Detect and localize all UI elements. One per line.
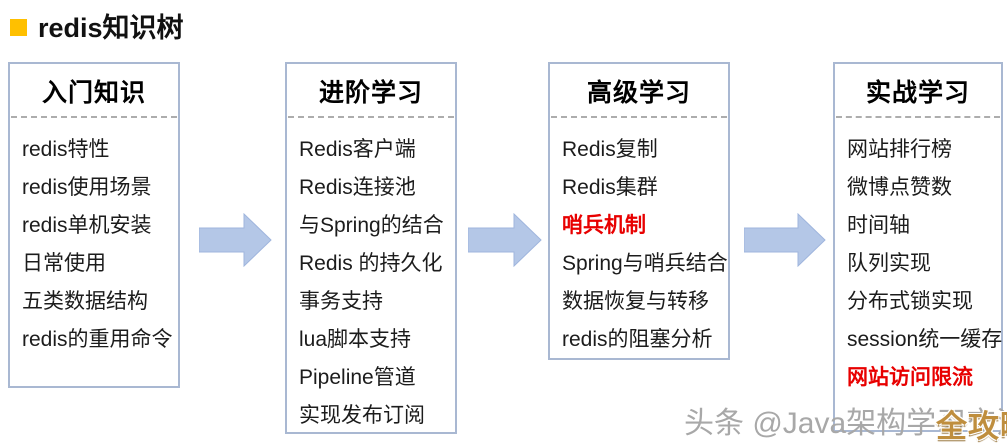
- watermark-text: 头条 @Java架构学习交流: [684, 407, 1007, 440]
- list-item: redis的重用命令: [22, 328, 173, 351]
- column-title: 入门知识: [11, 64, 177, 118]
- bullet-icon: [10, 19, 27, 36]
- column-intermediate: 进阶学习 Redis客户端 Redis连接池 与Spring的结合 Redis …: [285, 62, 457, 434]
- list-item: Redis连接池: [299, 176, 416, 199]
- watermark-badge: 全攻略: [936, 409, 1007, 444]
- list-item: session统一缓存: [847, 328, 1003, 351]
- list-item: redis使用场景: [22, 176, 152, 199]
- list-item: 分布式锁实现: [847, 290, 973, 313]
- list-item: lua脚本支持: [299, 328, 412, 351]
- column-item-list: Redis复制 Redis集群 哨兵机制 Spring与哨兵结合 数据恢复与转移…: [550, 131, 728, 359]
- arrow-right-icon: [199, 213, 272, 267]
- list-item: 五类数据结构: [22, 290, 148, 313]
- list-item: 队列实现: [847, 252, 931, 275]
- list-item: Redis复制: [562, 138, 658, 161]
- list-item: 哨兵机制: [562, 214, 646, 237]
- list-item: 时间轴: [847, 214, 910, 237]
- list-item: 微博点赞数: [847, 176, 952, 199]
- column-title: 高级学习: [551, 64, 727, 118]
- column-advanced: 高级学习 Redis复制 Redis集群 哨兵机制 Spring与哨兵结合 数据…: [548, 62, 730, 360]
- list-item: Redis 的持久化: [299, 252, 443, 275]
- arrow-right-icon: [468, 213, 542, 267]
- arrow-right-icon: [744, 213, 826, 267]
- list-item: 实现发布订阅: [299, 404, 425, 427]
- page-header: redis知识树: [10, 6, 184, 45]
- list-item: Redis客户端: [299, 138, 416, 161]
- list-item: Spring与哨兵结合: [562, 252, 728, 275]
- list-item: 数据恢复与转移: [562, 290, 709, 313]
- column-item-list: Redis客户端 Redis连接池 与Spring的结合 Redis 的持久化 …: [287, 131, 455, 435]
- column-item-list: redis特性 redis使用场景 redis单机安装 日常使用 五类数据结构 …: [10, 131, 178, 359]
- column-title: 实战学习: [836, 64, 1000, 118]
- list-item: 网站访问限流: [847, 366, 973, 389]
- column-beginner: 入门知识 redis特性 redis使用场景 redis单机安装 日常使用 五类…: [8, 62, 180, 388]
- list-item: 日常使用: [22, 252, 106, 275]
- list-item: Redis集群: [562, 176, 658, 199]
- list-item: 网站排行榜: [847, 138, 952, 161]
- list-item: redis特性: [22, 138, 110, 161]
- list-item: 与Spring的结合: [299, 214, 444, 237]
- list-item: redis单机安装: [22, 214, 152, 237]
- list-item: 事务支持: [299, 290, 383, 313]
- column-item-list: 网站排行榜 微博点赞数 时间轴 队列实现 分布式锁实现 session统一缓存 …: [835, 131, 1003, 397]
- page-title: redis知识树: [38, 13, 184, 43]
- column-title: 进阶学习: [288, 64, 454, 118]
- column-practical: 实战学习 网站排行榜 微博点赞数 时间轴 队列实现 分布式锁实现 session…: [833, 62, 1003, 432]
- list-item: redis的阻塞分析: [562, 328, 713, 351]
- list-item: Pipeline管道: [299, 366, 416, 389]
